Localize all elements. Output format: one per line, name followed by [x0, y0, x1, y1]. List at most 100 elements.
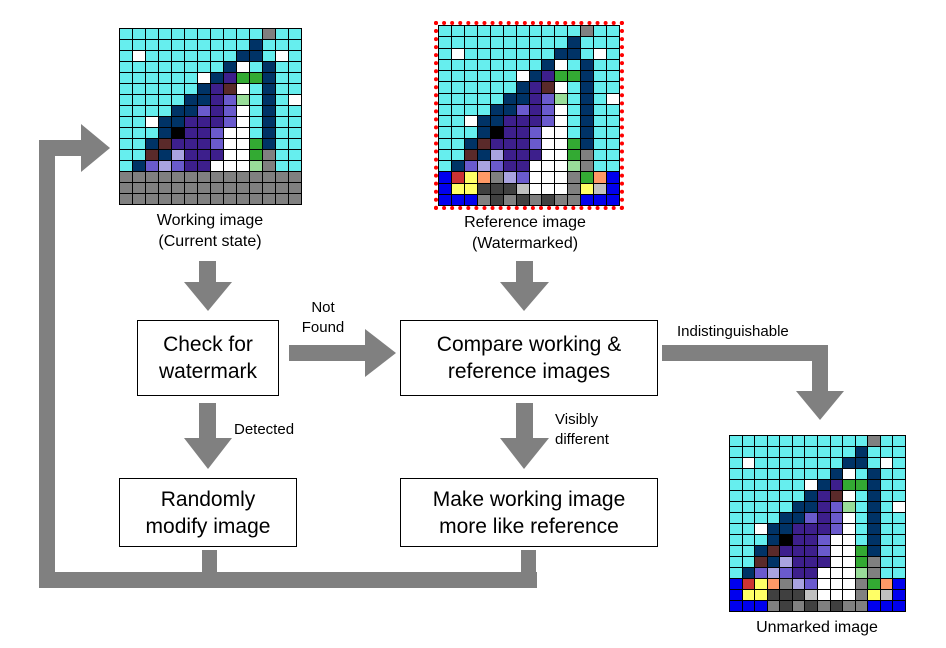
pixel-cell	[880, 579, 894, 590]
pixel-cell	[855, 546, 869, 557]
pixel-cell	[843, 513, 856, 524]
pixel-cell	[289, 128, 302, 139]
pixel-cell	[133, 117, 146, 128]
pixel-cell	[159, 29, 172, 40]
pixel-cell	[607, 138, 620, 150]
pixel-cell	[817, 447, 831, 458]
pixel-cell	[767, 502, 781, 513]
pixel-cell	[146, 128, 159, 139]
pixel-cell	[516, 37, 530, 49]
pixel-cell	[503, 127, 517, 139]
pixel-cell	[276, 172, 289, 183]
pixel-cell	[893, 524, 906, 535]
pixel-cell	[451, 37, 465, 49]
pixel-cell	[451, 194, 465, 206]
pixel-cell	[843, 502, 856, 513]
pixel-cell	[211, 95, 224, 106]
pixel-cell	[516, 194, 530, 206]
pixel-cell	[503, 138, 517, 150]
pixel-cell	[555, 93, 569, 105]
pixel-cell	[516, 59, 530, 71]
pixel-cell	[792, 458, 806, 469]
pixel-cell	[198, 194, 211, 205]
pixel-cell	[477, 116, 491, 128]
detected-label: Detected	[234, 421, 295, 438]
pixel-cell	[780, 436, 793, 447]
modify-line2: modify image	[145, 514, 271, 538]
pixel-cell	[880, 480, 894, 491]
pixel-cell	[581, 172, 595, 184]
pixel-cell	[185, 106, 198, 117]
pixel-cell	[477, 183, 491, 195]
pixel-cell	[289, 172, 302, 183]
pixel-cell	[159, 183, 172, 194]
pixel-cell	[211, 139, 224, 150]
pixel-cell	[133, 95, 146, 106]
pixel-cell	[198, 150, 211, 161]
compare-line2: reference images	[447, 360, 611, 383]
pixel-cell	[477, 26, 491, 38]
pixel-cell	[250, 73, 263, 84]
pixel-cell	[843, 601, 856, 612]
pixel-cell	[607, 48, 620, 60]
pixel-cell	[529, 149, 543, 161]
reference-caption-line2: (Watermarked)	[471, 235, 579, 252]
pixel-cell	[805, 436, 818, 447]
pixel-cell	[120, 40, 133, 51]
pixel-cell	[767, 546, 781, 557]
pixel-cell	[594, 93, 608, 105]
pixel-cell	[159, 161, 172, 172]
pixel-cell	[529, 183, 543, 195]
pixel-cell	[159, 194, 172, 205]
pixel-cell	[224, 62, 237, 73]
pixel-cell	[607, 82, 620, 94]
pixel-cell	[224, 139, 237, 150]
pixel-cell	[185, 183, 198, 194]
pixel-cell	[843, 546, 856, 557]
pixel-cell	[289, 117, 302, 128]
pixel-cell	[120, 128, 133, 139]
pixel-cell	[830, 557, 844, 568]
pixel-cell	[855, 524, 869, 535]
pixel-cell	[185, 29, 198, 40]
pixel-cell	[224, 150, 237, 161]
pixel-cell	[464, 82, 478, 94]
pixel-cell	[742, 568, 756, 579]
randomly-modify-box: Randomly modify image	[119, 478, 297, 547]
pixel-cell	[289, 73, 302, 84]
pixel-cell	[503, 37, 517, 49]
pixel-cell	[868, 513, 881, 524]
pixel-cell	[224, 84, 237, 95]
working-caption-line2: (Current state)	[158, 233, 262, 250]
pixel-cell	[742, 502, 756, 513]
pixel-cell	[159, 172, 172, 183]
pixel-cell	[830, 436, 844, 447]
pixel-cell	[477, 138, 491, 150]
pixel-cell	[211, 29, 224, 40]
pixel-cell	[276, 128, 289, 139]
pixel-cell	[607, 104, 620, 116]
pixel-cell	[211, 128, 224, 139]
pixel-cell	[594, 172, 608, 184]
pixel-cell	[730, 491, 743, 502]
pixel-cell	[529, 82, 543, 94]
pixel-cell	[516, 138, 530, 150]
pixel-cell	[730, 590, 743, 601]
pixel-cell	[805, 469, 818, 480]
pixel-cell	[893, 469, 906, 480]
pixel-cell	[742, 458, 756, 469]
pixel-cell	[503, 149, 517, 161]
pixel-cell	[568, 127, 582, 139]
pixel-cell	[198, 183, 211, 194]
pixel-cell	[120, 117, 133, 128]
pixel-cell	[555, 127, 569, 139]
pixel-cell	[464, 26, 478, 38]
pixel-cell	[250, 150, 263, 161]
pixel-cell	[133, 62, 146, 73]
pixel-cell	[263, 150, 276, 161]
pixel-cell	[263, 161, 276, 172]
pixel-cell	[172, 29, 185, 40]
pixel-cell	[172, 95, 185, 106]
pixel-cell	[607, 183, 620, 195]
pixel-cell	[755, 469, 768, 480]
